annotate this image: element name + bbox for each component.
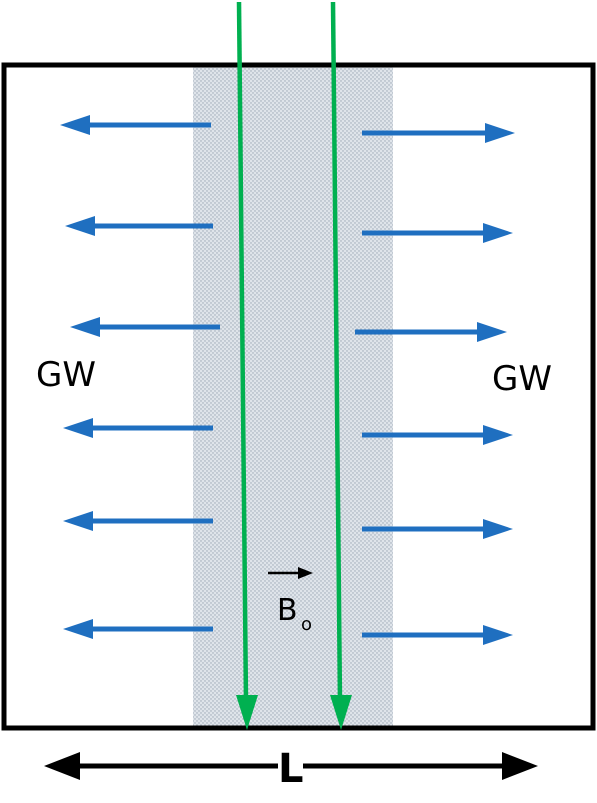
gw-arrowhead-left-5 bbox=[63, 511, 93, 531]
central-region bbox=[193, 65, 393, 728]
arrow-right-icon-head bbox=[298, 567, 313, 579]
gw-arrowhead-right-4 bbox=[483, 425, 513, 445]
gw-arrowhead-right-6 bbox=[483, 625, 513, 645]
beam-left-arrowhead bbox=[236, 695, 258, 730]
beam-left bbox=[236, 1, 249, 703]
dimension-arrow: L bbox=[44, 746, 538, 792]
gw-arrowhead-right-1 bbox=[485, 123, 515, 143]
gw-label-left: GW bbox=[36, 355, 96, 395]
outer-frame bbox=[1, 62, 596, 731]
beam-right-arrowhead bbox=[330, 695, 352, 730]
field-vector: B o bbox=[268, 567, 313, 635]
gw-arrowhead-left-2 bbox=[65, 216, 95, 236]
beam-right bbox=[330, 1, 343, 703]
gw-label-right: GW bbox=[492, 359, 552, 399]
gw-arrowhead-right-5 bbox=[483, 519, 513, 539]
gw-arrowhead-left-1 bbox=[60, 115, 90, 135]
dimension-arrowhead-left bbox=[44, 752, 80, 780]
length-label: L bbox=[278, 746, 304, 792]
gw-arrows-right bbox=[355, 123, 515, 645]
gw-arrowhead-left-6 bbox=[63, 619, 93, 639]
gw-arrowhead-left-4 bbox=[63, 418, 93, 438]
gw-arrowhead-left-3 bbox=[70, 317, 100, 337]
beams bbox=[236, 1, 352, 730]
gw-arrowhead-right-2 bbox=[483, 223, 513, 243]
dimension-arrowhead-right bbox=[502, 752, 538, 780]
field-label: B bbox=[277, 593, 298, 628]
field-subscript: o bbox=[301, 614, 312, 635]
gw-arrows-left bbox=[60, 115, 220, 639]
gw-arrowhead-right-3 bbox=[477, 322, 507, 342]
